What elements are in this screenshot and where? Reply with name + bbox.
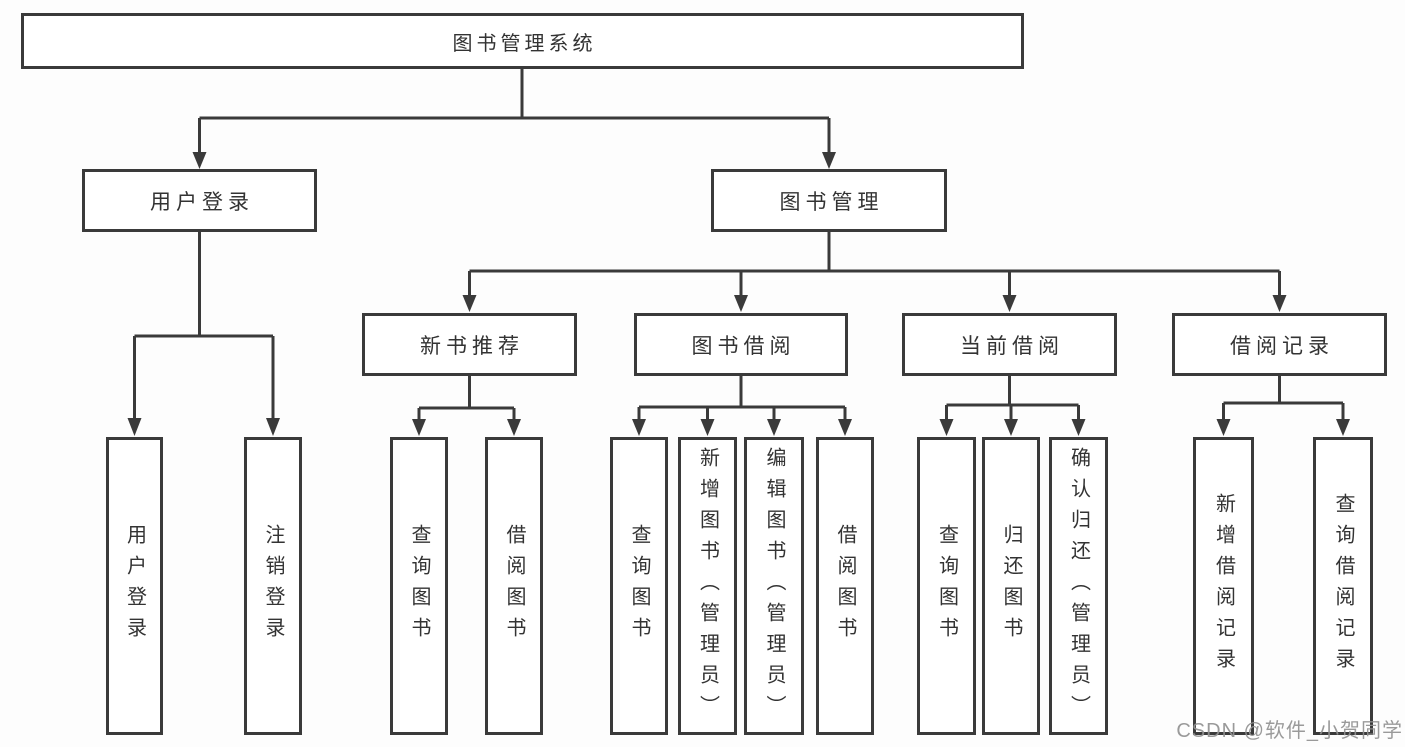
arrow-head (1216, 419, 1231, 436)
arrow-head (838, 419, 852, 436)
arrow-head (1071, 419, 1086, 436)
node-new-book-recommend: 新书推荐 (362, 313, 577, 376)
leaf-bb-add-book-admin-label: 新增图书（管理员） (696, 446, 719, 726)
connector-user-login-children (127, 232, 280, 436)
node-borrow-records: 借阅记录 (1172, 313, 1387, 376)
leaf-bb-borrow-books-label: 借阅图书 (834, 524, 856, 648)
leaf-cb-query-books: 查询图书 (917, 437, 976, 735)
node-book-borrow-label: 图书借阅 (691, 334, 796, 358)
leaf-logout: 注销登录 (244, 437, 302, 735)
arrow-head (266, 418, 280, 436)
arrow-head (734, 295, 748, 312)
leaf-nb-query-books: 查询图书 (390, 437, 448, 735)
node-new-book-recommend-label: 新书推荐 (420, 334, 524, 358)
node-current-borrow-label: 当前借阅 (960, 334, 1064, 358)
leaf-cb-return-books-label: 归还图书 (1000, 524, 1022, 648)
connector-book-management-level3 (462, 232, 1287, 312)
leaf-br-query-record-label: 查询借阅记录 (1332, 493, 1354, 679)
connector-root-to-level2 (192, 69, 836, 169)
arrow-head (1272, 295, 1287, 312)
node-book-management: 图书管理 (711, 169, 947, 232)
arrow-head (462, 295, 477, 312)
csdn-watermark: CSDN @软件_小贺同学 (1176, 720, 1403, 742)
leaf-bb-borrow-books: 借阅图书 (816, 437, 874, 735)
leaf-cb-query-books-label: 查询图书 (935, 524, 958, 648)
arrow-head (939, 419, 954, 436)
leaf-bb-edit-book-admin: 编辑图书（管理员） (744, 437, 804, 735)
arrow-head (700, 419, 715, 436)
node-user-login: 用户登录 (82, 169, 317, 232)
arrow-head (507, 419, 521, 436)
node-root-label: 图书管理系统 (452, 32, 597, 55)
arrow-head (822, 152, 836, 169)
node-book-borrow: 图书借阅 (634, 313, 848, 376)
leaf-nb-borrow-books: 借阅图书 (485, 437, 543, 735)
node-book-management-label: 图书管理 (779, 190, 884, 214)
node-user-login-label: 用户登录 (150, 190, 254, 214)
leaf-user-login-label: 用户登录 (123, 524, 146, 648)
leaf-cb-return-books: 归还图书 (982, 437, 1040, 735)
arrow-head (412, 419, 426, 436)
arrow-head (1004, 419, 1018, 436)
arrow-head (1336, 419, 1350, 436)
arrow-head (1002, 295, 1017, 312)
leaf-nb-borrow-books-label: 借阅图书 (503, 524, 525, 648)
leaf-bb-query-books-label: 查询图书 (628, 524, 650, 648)
connector-current-borrow-children (939, 376, 1086, 436)
arrow-head (632, 419, 646, 436)
leaf-br-add-record: 新增借阅记录 (1193, 437, 1254, 735)
connector-borrow-records-children (1216, 376, 1350, 436)
leaf-cb-confirm-return-admin: 确认归还（管理员） (1049, 437, 1108, 735)
node-borrow-records-label: 借阅记录 (1230, 334, 1334, 358)
node-current-borrow: 当前借阅 (902, 313, 1117, 376)
leaf-cb-confirm-return-admin-label: 确认归还（管理员） (1067, 446, 1090, 726)
arrow-head (767, 419, 781, 436)
leaf-bb-query-books: 查询图书 (610, 437, 668, 735)
connector-book-borrow-children (632, 376, 852, 436)
leaf-bb-add-book-admin: 新增图书（管理员） (678, 437, 737, 735)
arrow-head (127, 418, 142, 436)
leaf-user-login: 用户登录 (106, 437, 163, 735)
leaf-br-add-record-label: 新增借阅记录 (1212, 493, 1235, 679)
arrow-head (192, 152, 207, 169)
leaf-nb-query-books-label: 查询图书 (408, 524, 430, 648)
leaf-br-query-record: 查询借阅记录 (1313, 437, 1373, 735)
connector-new-book-children (412, 376, 521, 436)
leaf-logout-label: 注销登录 (262, 524, 284, 648)
leaf-bb-edit-book-admin-label: 编辑图书（管理员） (763, 446, 785, 726)
node-root: 图书管理系统 (21, 13, 1024, 69)
